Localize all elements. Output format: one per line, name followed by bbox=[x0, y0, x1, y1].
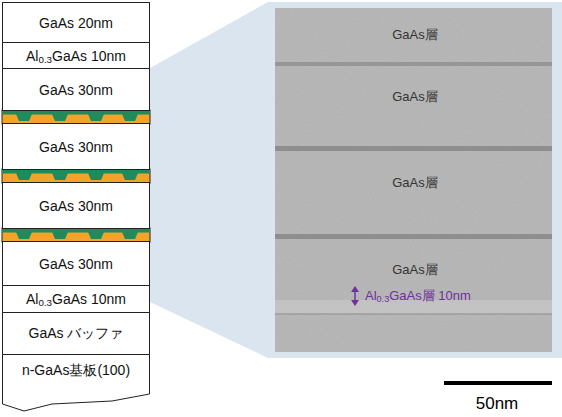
layer-label: Al0.3GaAs 10nm bbox=[26, 48, 126, 64]
layer-box: GaAs 30nm bbox=[2, 68, 150, 111]
layer-label: GaAs 20nm bbox=[39, 15, 113, 31]
layer-label: Al0.3GaAs層 10nm bbox=[365, 287, 471, 305]
layer-label: GaAs層 bbox=[392, 174, 438, 192]
layer-label: GaAs 30nm bbox=[39, 256, 113, 272]
quantum-dot-layers bbox=[2, 110, 150, 242]
scale-bar bbox=[444, 381, 552, 385]
layer-label: n-GaAs基板(100) bbox=[22, 362, 130, 380]
thickness-arrow bbox=[351, 286, 359, 306]
layer-box: Al0.3GaAs 10nm bbox=[2, 42, 150, 69]
layer-label: GaAs 30nm bbox=[39, 198, 113, 214]
layer-box: GaAs 30nm bbox=[2, 182, 150, 229]
layer-box: GaAs 20nm bbox=[2, 2, 150, 43]
layer-label: GaAs層 bbox=[392, 26, 438, 44]
substrate-layer: n-GaAs基板(100) bbox=[2, 354, 150, 412]
layer-label: GaAs層 bbox=[392, 261, 438, 279]
zoom-panel bbox=[150, 2, 562, 358]
layer-label: GaAs 30nm bbox=[39, 82, 113, 98]
layer-label: GaAs 30nm bbox=[39, 139, 113, 155]
layer-label: Al0.3GaAs 10nm bbox=[26, 291, 126, 307]
layer-box: GaAs 30nm bbox=[2, 123, 150, 170]
layer-box: Al0.3GaAs 10nm bbox=[2, 285, 150, 313]
scale-label: 50nm bbox=[476, 394, 519, 414]
layer-box: GaAs 30nm bbox=[2, 241, 150, 286]
tem-image bbox=[275, 8, 552, 352]
layer-label: GaAs層 bbox=[392, 88, 438, 106]
layer-box: GaAs バッファ bbox=[2, 312, 150, 355]
layer-label: GaAs バッファ bbox=[29, 325, 124, 343]
